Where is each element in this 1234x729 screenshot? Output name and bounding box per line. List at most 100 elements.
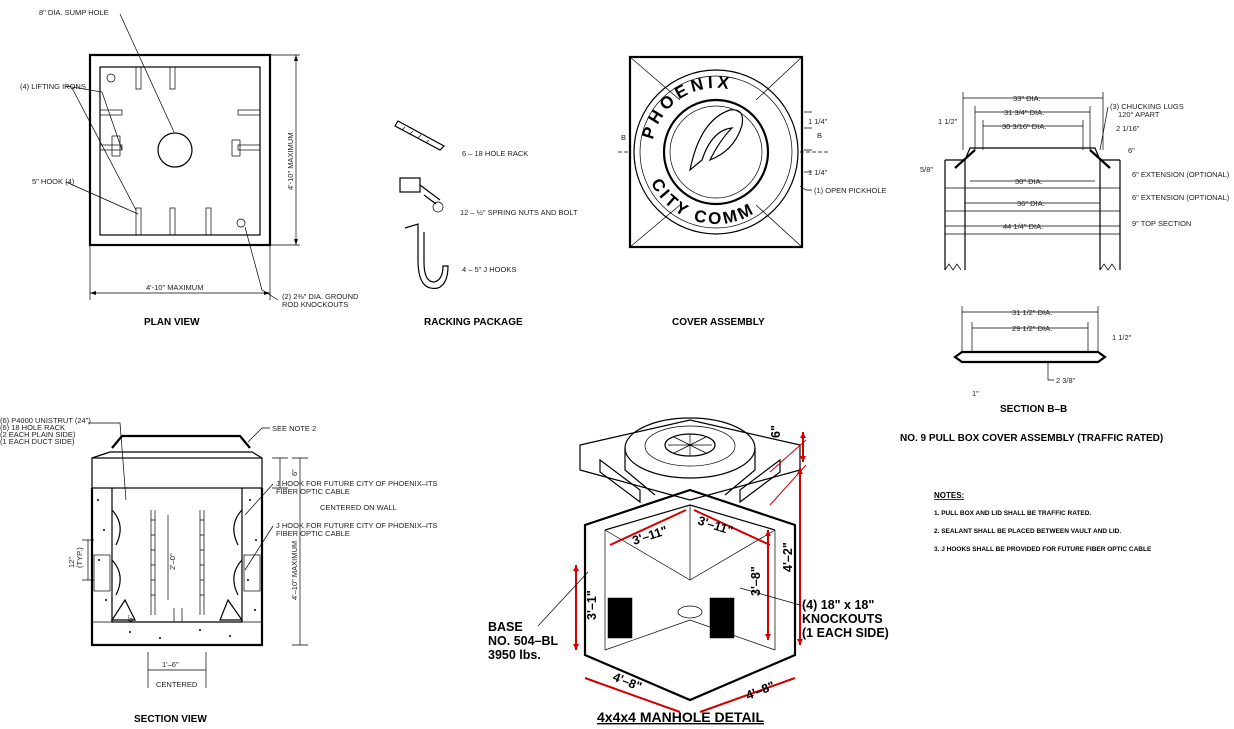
section-view-title: SECTION VIEW bbox=[134, 714, 207, 725]
callout-hook: 5" HOOK (4) bbox=[32, 177, 75, 186]
racking-title: RACKING PACKAGE bbox=[424, 317, 523, 328]
unistrut-4: (1 EACH DUCT SIDE) bbox=[0, 437, 75, 446]
cover-outer-ring bbox=[633, 69, 799, 235]
top-slab-iso bbox=[579, 419, 801, 501]
unistrut-racks bbox=[150, 510, 205, 615]
unistrut-1: (6) P4000 UNISTRUT (24") bbox=[0, 416, 91, 425]
cover-assembly: PHOENIX CITY COMM B B 1 1/4" 1 1/4" (1) … bbox=[618, 55, 887, 328]
callout-lifting-irons: (4) LIFTING IRONS bbox=[20, 82, 86, 91]
see-note: SEE NOTE 2 bbox=[272, 424, 316, 433]
note-1: 1. PULL BOX AND LID SHALL BE TRAFFIC RAT… bbox=[934, 510, 1091, 517]
phoenix-emblem bbox=[689, 109, 744, 172]
md-dim-311b: 3'–11" bbox=[696, 514, 735, 538]
callout-knockouts-1: (2) 2⅜" DIA. GROUND bbox=[282, 292, 359, 301]
sump-iso bbox=[677, 605, 703, 619]
jhook1-line1: J HOOK FOR FUTURE CITY OF PHOENIX–ITS bbox=[276, 479, 438, 488]
knockout-line2: KNOCKOUTS bbox=[802, 612, 883, 626]
cover-frame-section bbox=[111, 434, 251, 449]
cover-dim-top: 1 1/4" bbox=[808, 117, 828, 126]
sv-dim-typ: (TYP.) bbox=[75, 547, 84, 568]
section-view: (6) P4000 UNISTRUT (24") (6) 18 HOLE RAC… bbox=[0, 416, 438, 725]
centered-wall: CENTERED ON WALL bbox=[320, 503, 397, 512]
sv-dim-6b: 6" bbox=[126, 615, 135, 622]
jhook1-line2: FIBER OPTIC CABLE bbox=[276, 487, 350, 496]
unistrut-3: (2 EACH PLAIN SIDE) bbox=[0, 430, 76, 439]
plan-width-dim: 4'-10" MAXIMUM bbox=[146, 283, 203, 292]
top-section: 9" TOP SECTION bbox=[1132, 219, 1191, 228]
callout-sump-hole: 8" DIA. SUMP HOLE bbox=[39, 8, 109, 17]
nuts-label: 12 – ½" SPRING NUTS AND BOLT bbox=[460, 208, 578, 217]
top-slab bbox=[91, 457, 263, 489]
sv-dim-centered: CENTERED bbox=[156, 680, 198, 689]
note-2: 2. SEALANT SHALL BE PLACED BETWEEN VAULT… bbox=[934, 528, 1121, 535]
plan-inner-wall bbox=[99, 66, 261, 236]
rack-icon bbox=[394, 120, 445, 151]
ext-2: 6" EXTENSION (OPTIONAL) bbox=[1132, 193, 1230, 202]
plan-view: 8" DIA. SUMP HOLE (4) LIFTING IRONS 5" H… bbox=[20, 8, 359, 328]
dim-5-8: 5/8" bbox=[920, 165, 933, 174]
sump-hole bbox=[157, 132, 193, 168]
lugs-2: 120° APART bbox=[1118, 110, 1160, 119]
riser-walls bbox=[944, 160, 1121, 270]
md-dim-48a: 4'–8" bbox=[611, 670, 644, 694]
dim-33: 33" DIA. bbox=[1013, 94, 1041, 103]
dim-30: 30" DIA. bbox=[1015, 177, 1043, 186]
plan-view-title: PLAN VIEW bbox=[144, 317, 200, 328]
knockout-hole bbox=[106, 73, 116, 83]
hooks-label: 4 – 5" J HOOKS bbox=[462, 265, 516, 274]
dim-36: 36" DIA. bbox=[1017, 199, 1045, 208]
dim-6: 6" bbox=[1128, 146, 1135, 155]
knockout-hole bbox=[236, 218, 246, 228]
lugs-1: (3) CHUCKING LUGS bbox=[1110, 102, 1184, 111]
md-dim-48b: 4'–8" bbox=[744, 679, 777, 703]
sv-dim-20: 2'–0" bbox=[168, 553, 177, 570]
pull-box-subtitle: NO. 9 PULL BOX COVER ASSEMBLY (TRAFFIC R… bbox=[900, 433, 1163, 444]
dim-31-34: 31 3/4" DIA. bbox=[1004, 108, 1044, 117]
lid-dim-29: 29 1/2" DIA. bbox=[1012, 324, 1052, 333]
manhole-detail: 6" 4'–2" 3'–8" 3'–1" 3'–11" 3'–11" 4'–8"… bbox=[488, 417, 889, 725]
lid-dim-31: 31 1/2" DIA. bbox=[1012, 308, 1052, 317]
sv-dim-height: 4'–10" MAXIMUM bbox=[290, 541, 299, 600]
j-hooks bbox=[111, 509, 243, 596]
cover-text-top: PHOENIX bbox=[638, 73, 730, 141]
j-hook-icon bbox=[404, 223, 449, 290]
dim-30-316: 30 3/16" DIA. bbox=[1002, 122, 1046, 131]
section-bb: 33" DIA. 31 3/4" DIA. 30 3/16" DIA. (3) … bbox=[900, 92, 1230, 444]
base-line1: BASE bbox=[488, 620, 523, 634]
ext-1: 6" EXTENSION (OPTIONAL) bbox=[1132, 170, 1230, 179]
unistrut-2: (6) 18 HOLE RACK bbox=[0, 423, 65, 432]
plan-outer-wall bbox=[88, 53, 272, 247]
knockouts-iso bbox=[607, 597, 735, 639]
section-mark-right: B bbox=[817, 131, 822, 140]
dim-red-311 bbox=[609, 509, 771, 546]
cover-assembly-title: COVER ASSEMBLY bbox=[672, 317, 765, 328]
rack-label: 6 – 18 HOLE RACK bbox=[462, 149, 528, 158]
section-bb-title: SECTION B–B bbox=[1000, 404, 1067, 415]
md-dim-6: 6" bbox=[769, 425, 783, 438]
callout-knockouts-2: ROD KNOCKOUTS bbox=[282, 300, 348, 309]
jhook2-line2: FIBER OPTIC CABLE bbox=[276, 529, 350, 538]
cover-inner-ring bbox=[662, 98, 770, 206]
section-walls bbox=[90, 488, 264, 647]
base-line2: NO. 504–BL bbox=[488, 634, 559, 648]
spring-nut-icon bbox=[399, 177, 421, 193]
sv-dim-12: 12" bbox=[67, 557, 76, 568]
dim-red-48a bbox=[584, 677, 681, 713]
md-dim-31: 3'–1" bbox=[585, 590, 599, 620]
base-line3: 3950 lbs. bbox=[488, 648, 541, 662]
manhole-detail-title: 4x4x4 MANHOLE DETAIL bbox=[597, 709, 764, 725]
lid-dim-h: 1 1/2" bbox=[1112, 333, 1132, 342]
dim-red-48b bbox=[699, 677, 796, 713]
sv-dim-6: 6" bbox=[290, 469, 299, 476]
plan-height-dim: 4'-10" MAXIMUM bbox=[286, 133, 295, 190]
md-dim-42: 4'–2" bbox=[781, 542, 795, 572]
section-mark-left: B bbox=[621, 133, 626, 142]
knockout-line3: (1 EACH SIDE) bbox=[802, 626, 889, 640]
lid-dim-1: 1" bbox=[972, 389, 979, 398]
cover-dim-bottom: 1 1/4" bbox=[808, 168, 828, 177]
md-dim-38: 3'–8" bbox=[749, 566, 763, 596]
sv-dim-16: 1'–6" bbox=[162, 660, 179, 669]
note-3: 3. J HOOKS SHALL BE PROVIDED FOR FUTURE … bbox=[934, 546, 1152, 553]
notes-block: NOTES: 1. PULL BOX AND LID SHALL BE TRAF… bbox=[934, 491, 1152, 553]
